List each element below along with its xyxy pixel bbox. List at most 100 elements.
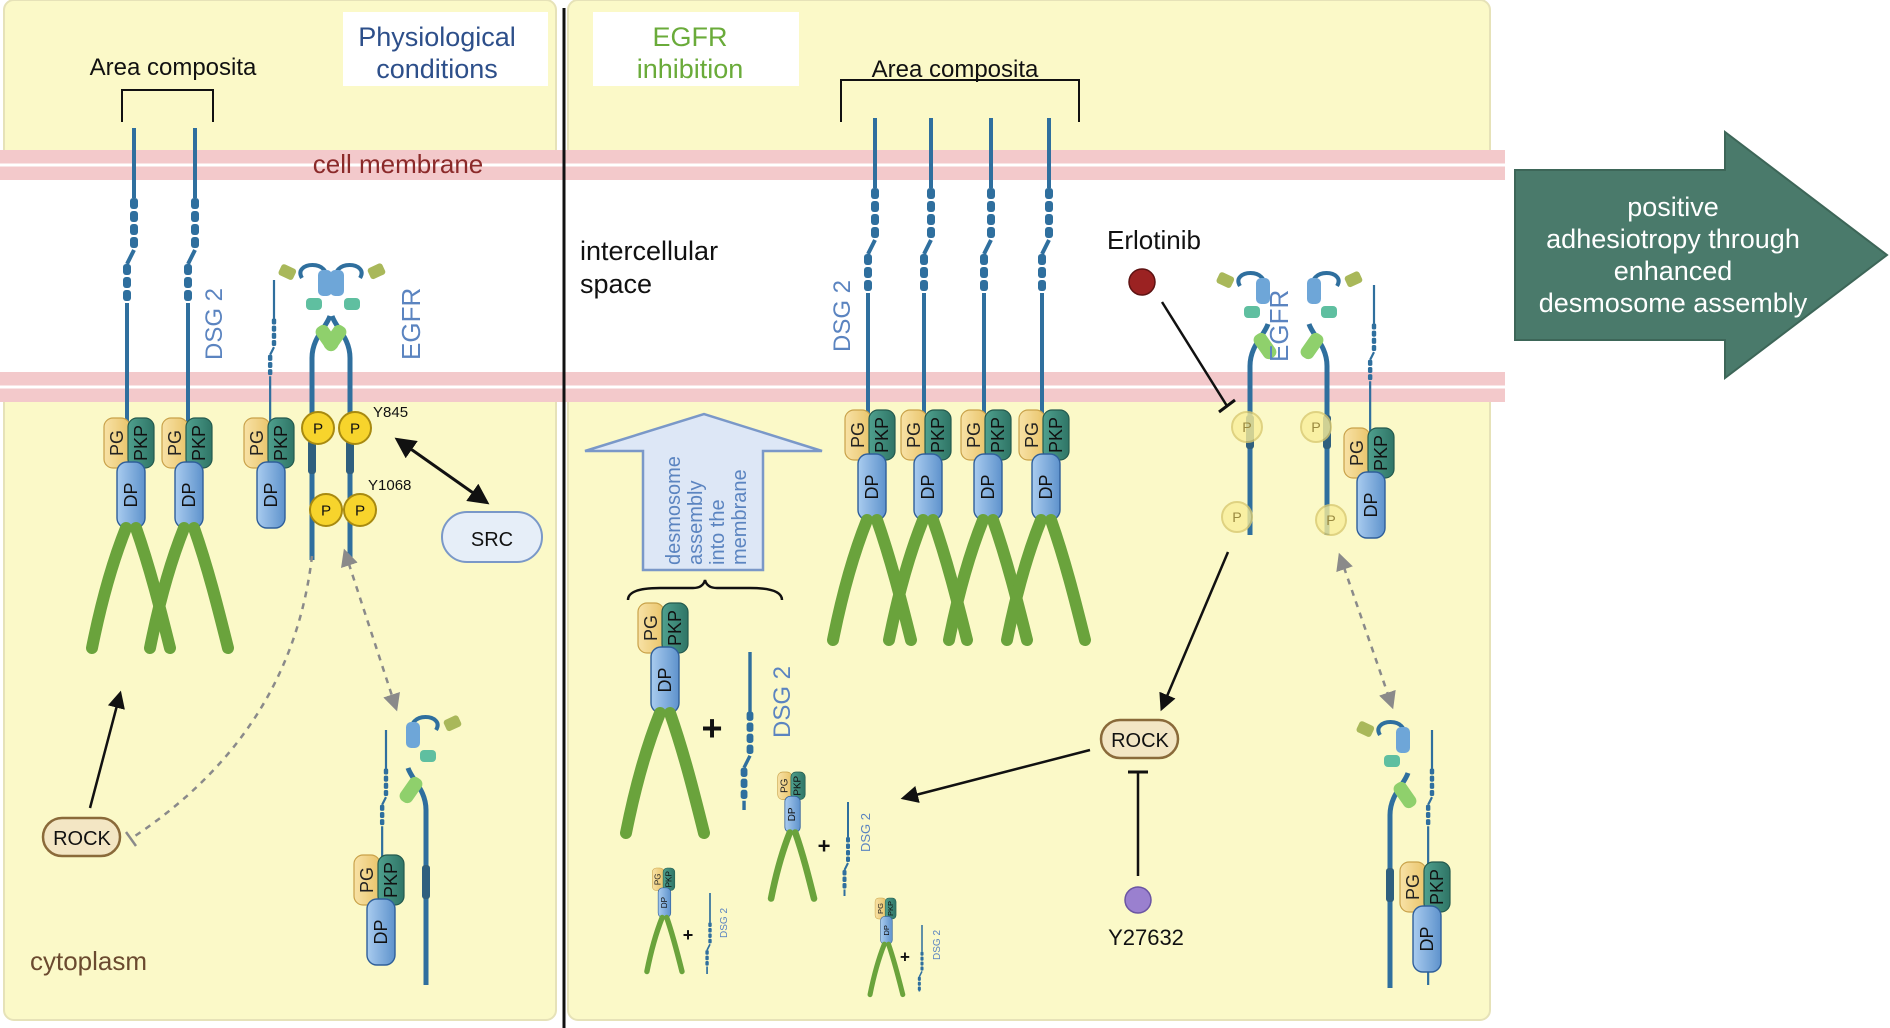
egfr-domain — [1384, 755, 1400, 767]
pg-label: PG — [107, 430, 127, 456]
right-rock-node — [1099, 718, 1180, 760]
pg-label: PG — [1403, 874, 1423, 900]
assembly-up-arrow — [584, 412, 823, 572]
egfr-domain — [1344, 271, 1363, 288]
result-line3: enhanced — [1614, 256, 1733, 286]
intermediate-filament — [664, 914, 685, 975]
dp-label: DP — [371, 919, 391, 944]
pg-label: PG — [779, 779, 790, 793]
intermediate-filament — [664, 707, 710, 839]
intermediate-filament — [130, 522, 176, 654]
egfr-domain — [367, 263, 386, 280]
pkp-label: PKP — [665, 610, 685, 646]
free-dsg2-label: DSG 2 — [769, 666, 796, 738]
intercellular-label-line2: space — [580, 269, 652, 299]
assembly-text-line4: membrane — [729, 469, 751, 565]
pg-label: PG — [904, 422, 924, 448]
pkp-label: PKP — [271, 425, 291, 461]
erlotinib-molecule — [1128, 268, 1156, 296]
intermediate-filament — [883, 514, 929, 646]
intermediate-filament — [144, 522, 190, 654]
erlotinib-label: Erlotinib — [1107, 225, 1201, 255]
plus-tiny: + — [900, 948, 910, 967]
assembly-brace — [626, 579, 784, 601]
plus-medium: + — [818, 834, 831, 859]
dp-label: DP — [1417, 926, 1437, 951]
kinase-domain — [346, 440, 354, 474]
plus-small: + — [683, 925, 694, 945]
egfr-domain — [1253, 332, 1277, 360]
p-y845-left: P — [301, 411, 335, 445]
egfr-to-rock-arrow — [1159, 551, 1230, 712]
src-node — [441, 511, 543, 563]
kinase-domain — [1386, 868, 1394, 902]
free-dsg2-small — [705, 893, 712, 974]
dp-label: DP — [862, 474, 882, 499]
egfr-domain — [1216, 272, 1235, 288]
intermediate-filament — [987, 514, 1033, 646]
pg-label: PG — [165, 430, 185, 456]
dp-label: DP — [121, 482, 141, 507]
result-line2: adhesiotropy through — [1546, 224, 1800, 254]
egfr-internalization-dashed-arrow-right — [1336, 552, 1396, 710]
plus-large: + — [701, 708, 722, 749]
intermediate-filament — [792, 829, 818, 902]
upper-membrane — [0, 150, 1505, 180]
egfr-domain — [1307, 278, 1321, 304]
kinase-domain — [422, 865, 430, 899]
egfr-domain — [1256, 278, 1270, 304]
result-arrow — [1514, 129, 1889, 381]
pg-label: PG — [876, 903, 885, 914]
egfr-domain — [318, 270, 332, 296]
assembly-text-line3: into the — [707, 499, 729, 565]
pkp-label: PKP — [189, 425, 209, 461]
pg-label: PG — [964, 422, 984, 448]
dp-label: DP — [1036, 474, 1056, 499]
left-rock-node — [41, 816, 122, 858]
cytoplasm-label: cytoplasm — [30, 946, 147, 976]
phosphate-label: P — [1311, 420, 1321, 436]
left-rock-label: ROCK — [53, 828, 111, 850]
egfr-domain — [344, 298, 360, 310]
intercellular-label-line1: intercellular — [580, 236, 718, 266]
intermediate-filament — [86, 522, 132, 654]
phosphate-label: P — [355, 503, 365, 520]
left-egfr-right — [323, 263, 386, 560]
pg-label: PG — [357, 867, 377, 893]
intermediate-filament — [767, 829, 794, 902]
pg-label: PG — [848, 422, 868, 448]
y845-label: Y845 — [373, 404, 408, 421]
dp-protein — [256, 461, 286, 529]
right-egfr-label: EGFR — [1264, 290, 1294, 362]
dp-label: DP — [1361, 492, 1381, 517]
pg-label: PG — [654, 873, 663, 885]
pkp-label: PKP — [872, 417, 892, 453]
pg-label: PG — [1022, 422, 1042, 448]
free-dsg2-tiny — [917, 925, 924, 992]
egfr-domain — [1396, 727, 1410, 753]
result-line1: positive — [1627, 192, 1719, 222]
intermediate-filament — [188, 522, 234, 654]
free-dsg2-large — [740, 652, 754, 810]
left-area-bracket — [121, 89, 214, 122]
pkp-label: PKP — [886, 901, 895, 916]
egfr-internalization-dashed-arrow — [341, 548, 400, 712]
free-dsg2-medium — [842, 802, 850, 896]
free-dsg2-label-tiny2: DSG 2 — [932, 930, 943, 960]
phosphate-label: P — [1232, 510, 1242, 526]
p-faded-4: P — [1315, 504, 1347, 536]
right-dsg2-label: DSG 2 — [829, 280, 856, 352]
egfr-domain — [1393, 781, 1417, 809]
right-area-composita-label: Area composita — [872, 56, 1039, 83]
rock-to-desmosome-arrow — [88, 690, 125, 809]
p-faded-2: P — [1221, 501, 1253, 533]
egfr-domain — [1244, 306, 1260, 318]
intermediate-filament — [927, 514, 973, 646]
